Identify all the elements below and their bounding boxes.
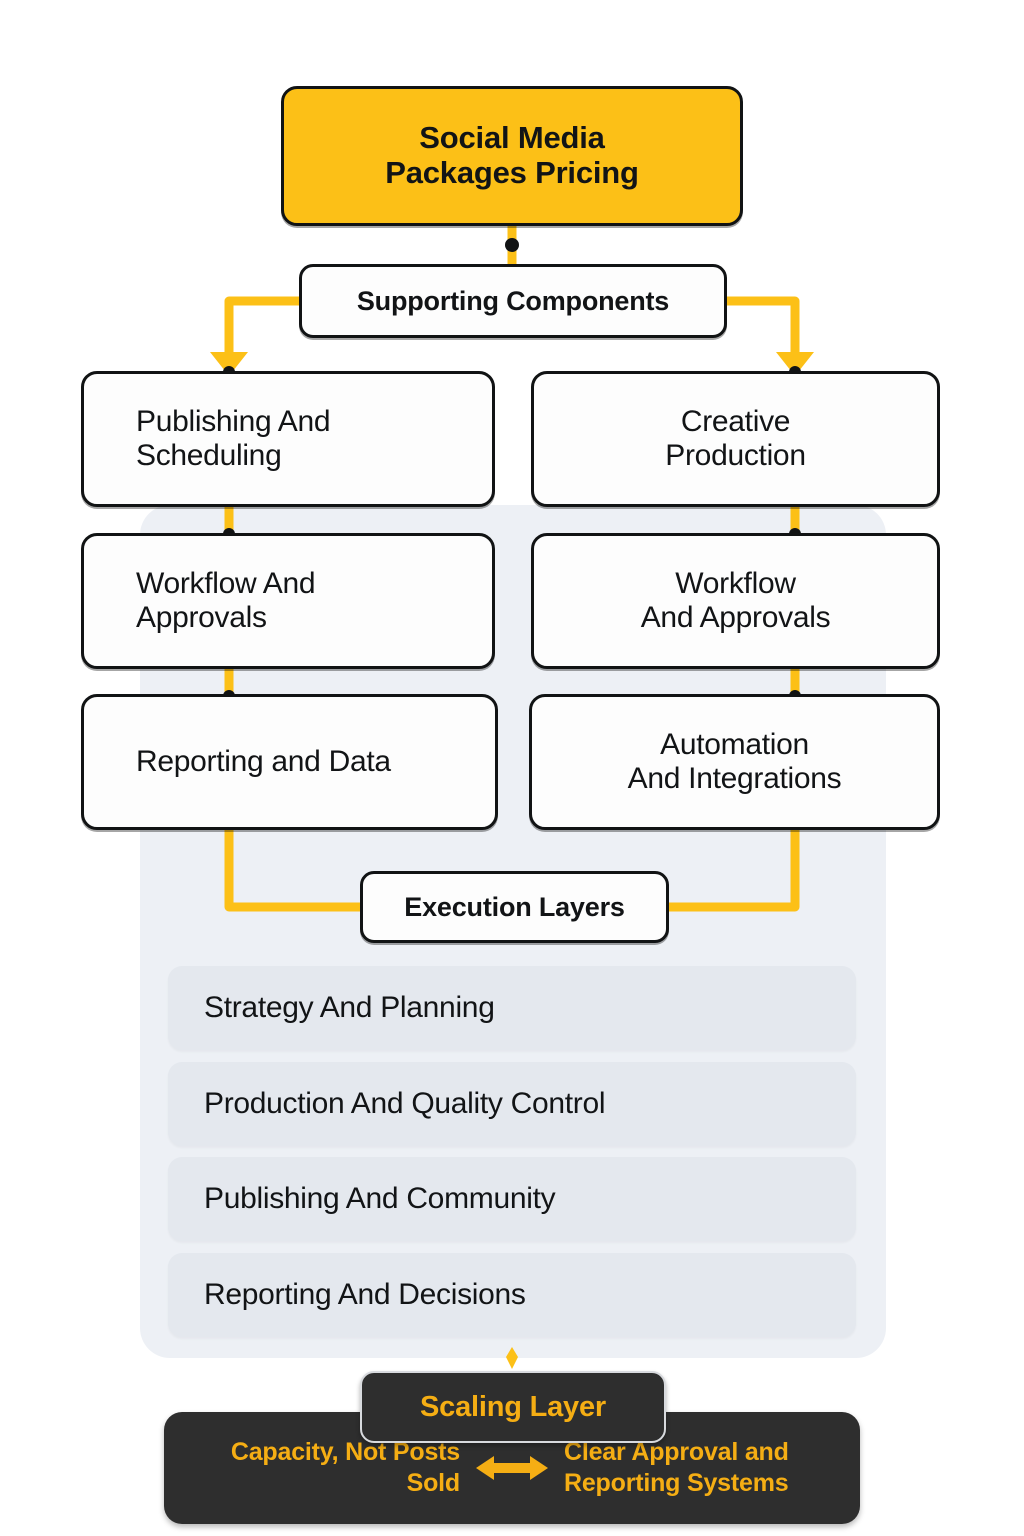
node-automation-and-integrations[interactable]: Automation And Integrations	[529, 694, 940, 830]
arrowhead-left	[210, 352, 248, 376]
node-reporting-and-data-label: Reporting and Data	[136, 745, 391, 779]
scaling-layer-card: Capacity, Not Posts Sold Clear Approval …	[164, 1412, 860, 1524]
hub-supporting-components[interactable]: Supporting Components	[299, 264, 727, 338]
junction-dot-root	[505, 238, 519, 252]
root-node-social-media-packages-pricing[interactable]: Social Media Packages Pricing	[281, 86, 743, 226]
diamond-connector-icon	[506, 1347, 518, 1369]
layer-row-publishing-and-community-label: Publishing And Community	[204, 1182, 556, 1215]
node-workflow-and-approvals-left-label: Workflow And Approvals	[136, 567, 316, 634]
node-publishing-and-scheduling-label: Publishing And Scheduling	[136, 405, 331, 472]
wire-supporting-right	[727, 296, 800, 356]
chip-scaling-layer[interactable]: Scaling Layer	[360, 1371, 666, 1443]
layer-row-reporting-and-decisions[interactable]: Reporting And Decisions	[168, 1253, 856, 1337]
root-node-label: Social Media Packages Pricing	[385, 120, 639, 190]
layer-row-reporting-and-decisions-label: Reporting And Decisions	[204, 1278, 526, 1311]
node-workflow-and-approvals-right[interactable]: Workflow And Approvals	[531, 533, 940, 669]
node-creative-production-label: Creative Production	[665, 405, 806, 472]
hub-execution-layers[interactable]: Execution Layers	[360, 871, 669, 943]
layer-row-strategy-and-planning[interactable]: Strategy And Planning	[168, 966, 856, 1050]
layer-row-strategy-and-planning-label: Strategy And Planning	[204, 991, 495, 1024]
arrowhead-right	[776, 352, 814, 376]
chip-scaling-layer-label: Scaling Layer	[420, 1390, 606, 1423]
node-workflow-and-approvals-left[interactable]: Workflow And Approvals	[81, 533, 495, 669]
layer-row-production-and-quality-control[interactable]: Production And Quality Control	[168, 1062, 856, 1146]
layer-row-publishing-and-community[interactable]: Publishing And Community	[168, 1157, 856, 1241]
node-automation-and-integrations-label: Automation And Integrations	[627, 728, 842, 795]
node-publishing-and-scheduling[interactable]: Publishing And Scheduling	[81, 371, 495, 507]
wire-supporting-left	[224, 296, 299, 356]
node-reporting-and-data[interactable]: Reporting and Data	[81, 694, 498, 830]
node-workflow-and-approvals-right-label: Workflow And Approvals	[640, 567, 831, 634]
hub-execution-layers-label: Execution Layers	[404, 891, 625, 922]
layer-row-production-and-quality-control-label: Production And Quality Control	[204, 1087, 606, 1120]
double-arrow-icon	[474, 1451, 550, 1485]
node-creative-production[interactable]: Creative Production	[531, 371, 940, 507]
wire-right-to-execution	[669, 830, 800, 912]
hub-supporting-components-label: Supporting Components	[356, 285, 670, 316]
wire-left-to-execution	[224, 830, 360, 912]
